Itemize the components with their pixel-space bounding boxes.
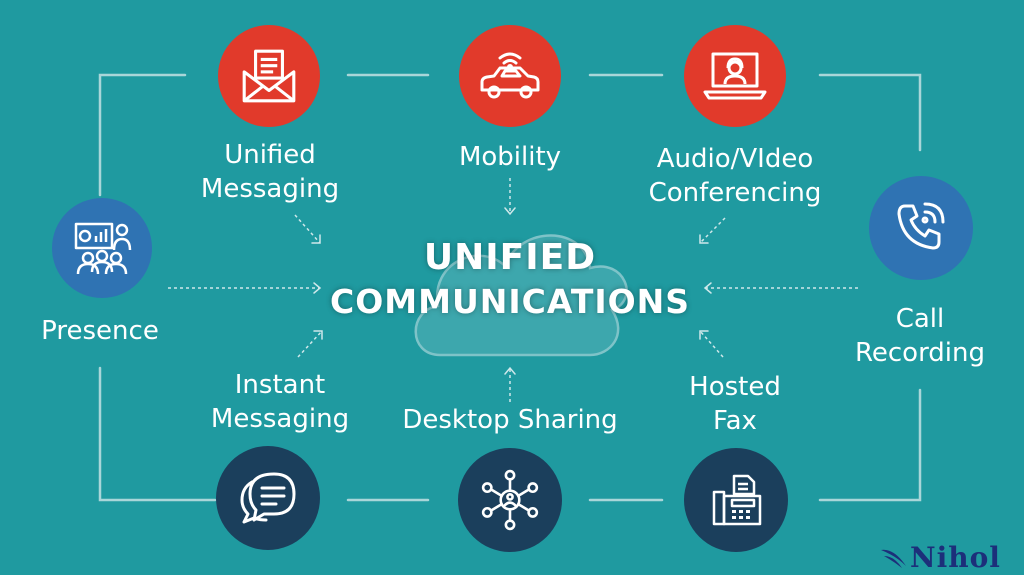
unified-messaging-label: Unified Messaging (200, 140, 340, 204)
outer-connector (818, 73, 922, 152)
title-line-1: UNIFIED (423, 237, 597, 278)
phone-ringing-icon (897, 202, 945, 250)
laptop-headset-icon (703, 52, 767, 100)
connected-car-icon (480, 52, 540, 99)
call-recording-label: Call Recording (854, 304, 986, 368)
instant-messaging-node (216, 446, 320, 550)
logo-text: Nihol (910, 541, 1001, 574)
desktop-sharing-node (458, 448, 562, 552)
instant-messaging-label: Instant Messaging (210, 370, 350, 434)
desktop-sharing-label: Desktop Sharing (402, 405, 618, 435)
presentation-group-icon (74, 222, 132, 275)
network-hub-icon (481, 469, 539, 531)
diagram-title: UNIFIED COMMUNICATIONS (330, 236, 690, 324)
fax-machine-icon (712, 474, 762, 526)
audio-video-conferencing-node (684, 25, 786, 127)
chat-bubbles-icon (240, 472, 296, 524)
title-line-2: COMMUNICATIONS (330, 282, 691, 321)
arrow-hosted-fax (699, 330, 724, 358)
cloud-icon (414, 234, 628, 357)
audio-video-conferencing-label: Audio/VIdeo Conferencing (648, 144, 822, 208)
hosted-fax-node (684, 448, 788, 552)
presence-label: Presence (41, 316, 159, 346)
mobility-node (459, 25, 561, 127)
swoosh-logo-icon (881, 549, 906, 568)
hosted-fax-label: Hosted Fax (689, 372, 781, 436)
outer-connector (818, 388, 922, 502)
arrow-audio-video (699, 217, 726, 244)
envelope-icon (242, 49, 296, 103)
unified-messaging-node (218, 25, 320, 127)
outer-connector (98, 73, 187, 197)
call-recording-node (869, 176, 973, 280)
arrow-unified-messaging (294, 214, 321, 244)
outer-connector (98, 366, 217, 502)
presence-node (52, 198, 152, 298)
nihol-logo: Nihol (880, 543, 1001, 573)
arrow-instant-messaging (297, 330, 323, 358)
mobility-label: Mobility (458, 142, 562, 172)
